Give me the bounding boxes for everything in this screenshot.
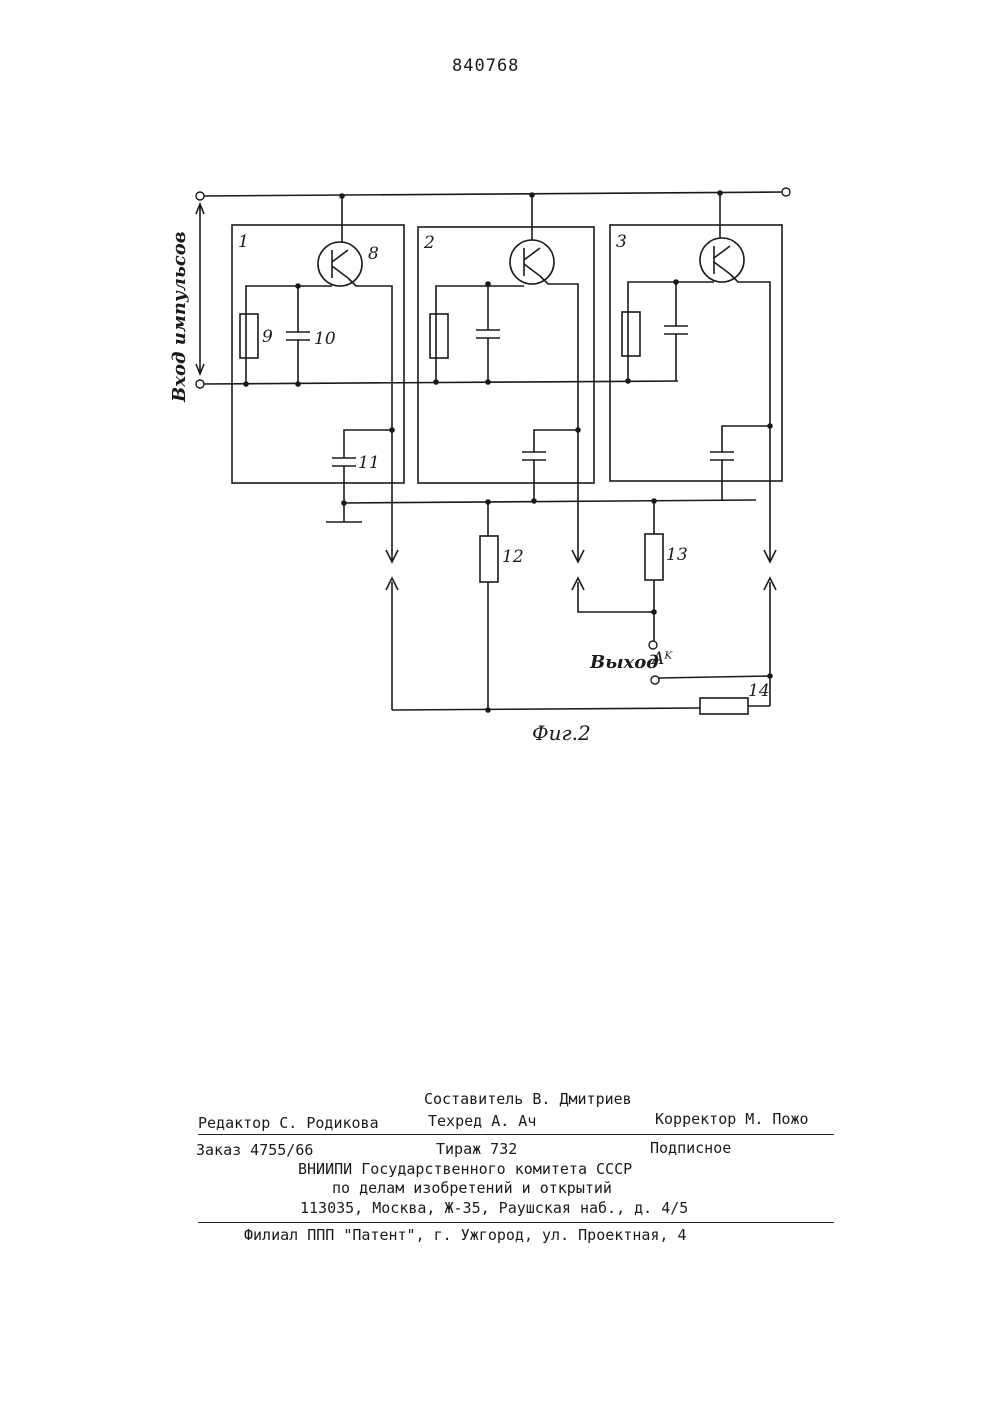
imprint-rule-top — [198, 1134, 834, 1135]
output-label: Выход — [589, 652, 659, 673]
imprint-order: Заказ 4755/66 — [196, 1141, 313, 1159]
terminal-supply-left — [196, 192, 204, 200]
imprint-circulation: Тираж 732 — [436, 1140, 517, 1158]
imprint-rule-bottom — [198, 1222, 834, 1223]
label-resistor-c: 14 — [748, 681, 770, 701]
imprint-address: 113035, Москва, Ж-35, Раушская наб., д. … — [300, 1199, 688, 1217]
label-capacitor-base: 10 — [314, 329, 336, 349]
stage-2 — [418, 195, 654, 612]
input-rail — [200, 381, 678, 384]
stage-label-1: 1 — [238, 232, 249, 252]
terminal-input — [196, 380, 204, 388]
stage-label-3: 3 — [616, 232, 627, 252]
supply-rail — [200, 192, 786, 196]
label-resistor-base: 9 — [262, 327, 273, 347]
ground-bus — [344, 500, 756, 503]
label-capacitor-stage: 11 — [358, 453, 380, 473]
imprint-org-line1: ВНИИПИ Государственного комитета СССР — [298, 1160, 632, 1178]
imprint-techred: Техред А. Ач — [428, 1112, 536, 1130]
label-transistor: 8 — [368, 244, 379, 264]
imprint-corrector: Корректор М. Пожо — [655, 1110, 809, 1128]
stage-3 — [610, 193, 782, 706]
circuit-diagram: Вход импульсов 1 2 3 8 9 10 11 12 13 14 … — [0, 0, 1000, 800]
terminal-output-lower — [651, 676, 659, 684]
label-resistor-a: 12 — [502, 547, 524, 567]
imprint-branch: Филиал ППП "Патент", г. Ужгород, ул. Про… — [244, 1226, 687, 1244]
load-network — [392, 501, 770, 714]
label-resistor-b: 13 — [666, 545, 688, 565]
imprint-compiler: Составитель В. Дмитриев — [424, 1090, 632, 1108]
terminal-output-upper — [649, 641, 657, 649]
terminal-supply-right — [782, 188, 790, 196]
figure-caption: Фиг.2 — [532, 721, 591, 745]
imprint-org-line2: по делам изобретений и открытий — [332, 1179, 612, 1197]
stage-label-2: 2 — [423, 233, 435, 253]
input-label: Вход импульсов — [169, 231, 190, 403]
imprint-subscription: Подписное — [650, 1139, 731, 1157]
imprint-editor: Редактор С. Родикова — [198, 1114, 379, 1132]
output-suffix: Aᴷ — [650, 649, 673, 669]
